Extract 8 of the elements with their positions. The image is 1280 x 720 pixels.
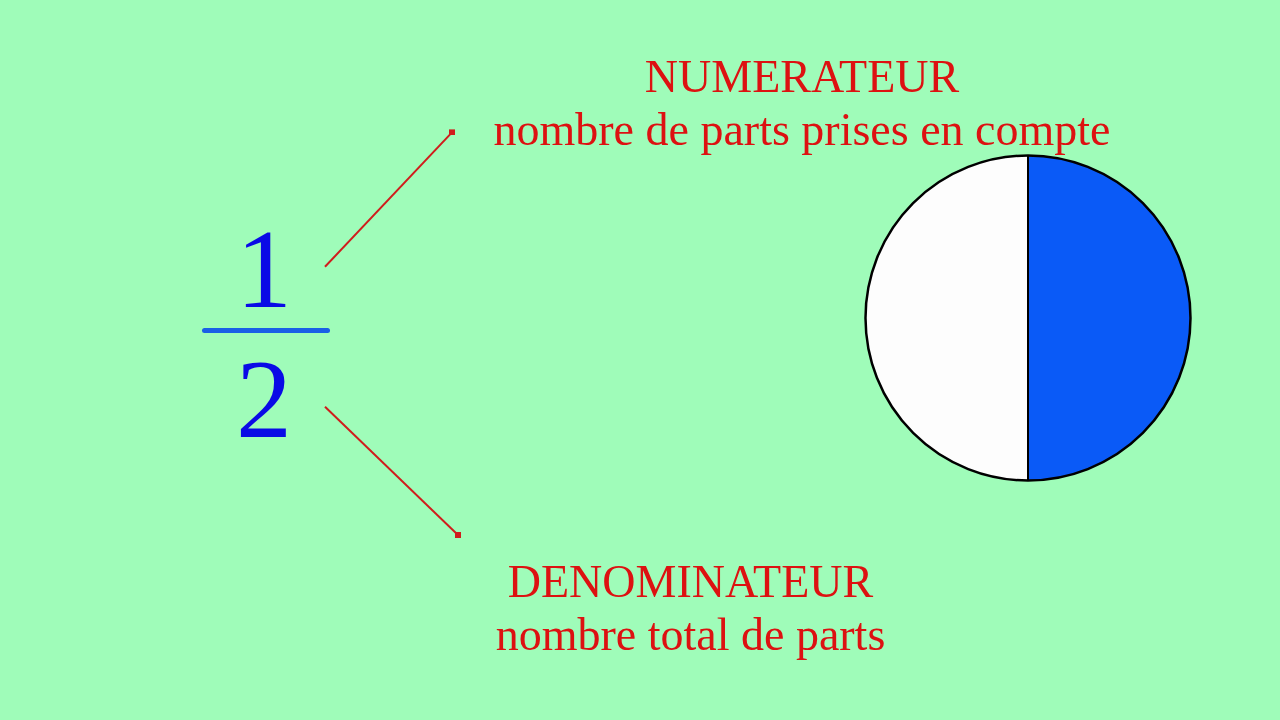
term-description: nombre total de parts	[494, 612, 887, 658]
term-heading: DENOMINATEUR	[506, 555, 875, 608]
numerator-digit: 1	[203, 213, 325, 325]
denominator-digit: 2	[203, 343, 325, 455]
leader-line	[324, 129, 455, 268]
term-description: nombre de parts prises en compte	[492, 107, 1112, 153]
term-heading: NUMERATEUR	[643, 50, 961, 103]
leader-line	[324, 405, 461, 538]
